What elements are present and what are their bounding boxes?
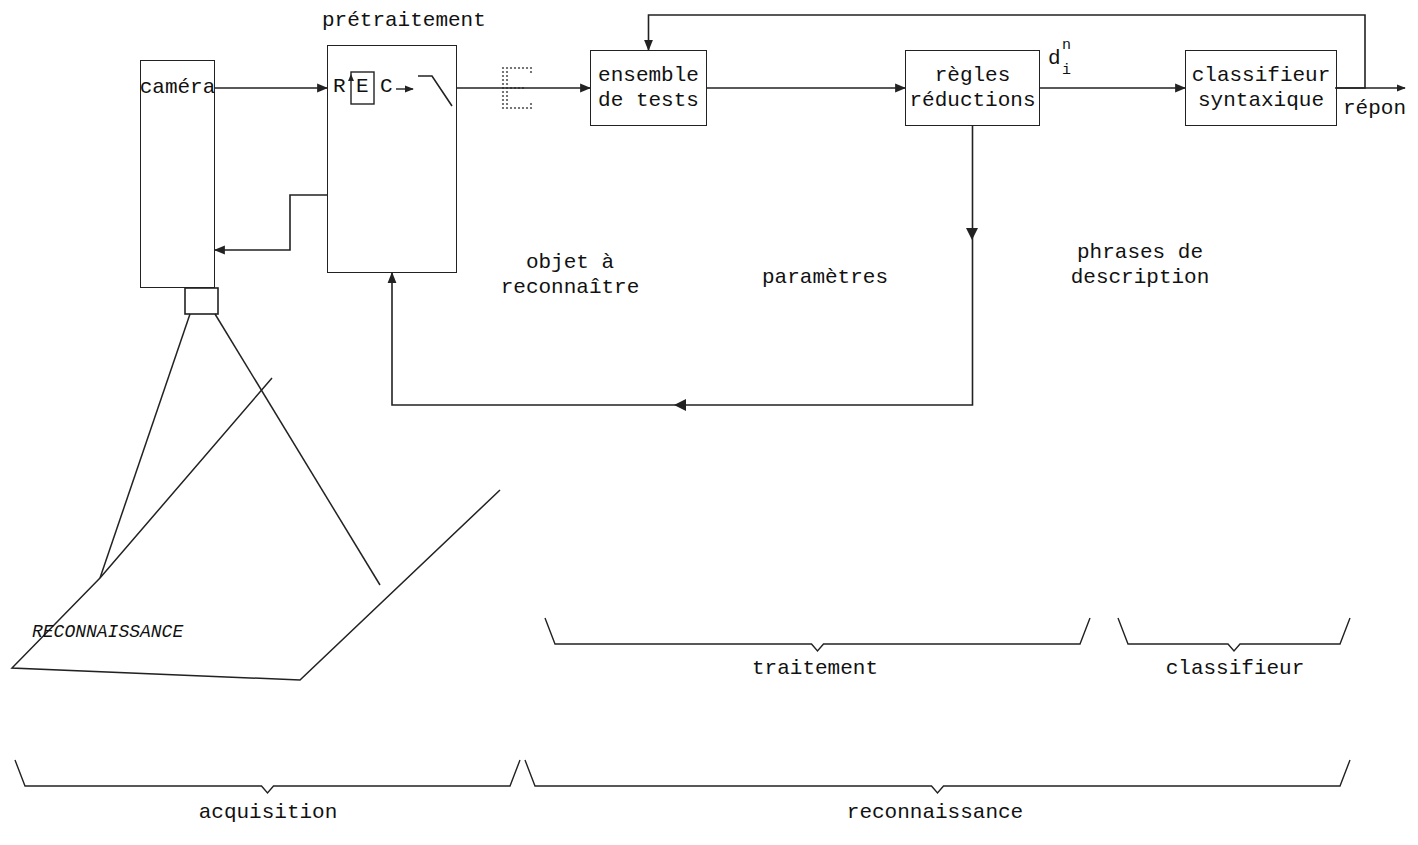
signal-letter: R — [333, 74, 346, 99]
process-box: règles réductions — [905, 50, 1040, 126]
brace-label: reconnaissance — [815, 800, 1055, 825]
camera-lens — [185, 288, 218, 314]
superscript: n — [1062, 37, 1071, 55]
box-label: règles réductions — [909, 63, 1035, 113]
flow-arrow — [215, 195, 327, 250]
box-label: ensemble de tests — [597, 63, 700, 113]
box-label: caméra — [140, 75, 216, 100]
paper-text: RECONNAISSANCE — [32, 622, 183, 644]
process-box: ensemble de tests — [590, 50, 707, 126]
small-arrow — [348, 74, 354, 81]
flow-arrow — [1040, 87, 1185, 89]
brace-label: traitement — [715, 656, 915, 681]
box-heading: prétraitement — [322, 8, 486, 33]
boxed-letter-frame — [351, 72, 374, 104]
paper-sheet — [12, 314, 500, 680]
subscript: i — [1062, 62, 1071, 80]
camera-box: caméra — [140, 60, 215, 288]
output-label: répon — [1343, 96, 1406, 121]
flow-note: paramètres — [740, 265, 910, 290]
process-box: classifieur syntaxique — [1185, 50, 1337, 126]
flow-arrow — [457, 87, 590, 89]
brace-label: acquisition — [168, 800, 368, 825]
brace — [15, 618, 1350, 793]
flow-arrow — [392, 126, 973, 405]
threshold-symbol — [418, 76, 452, 106]
arrow-symbol — [396, 88, 413, 89]
flow-note: phrases de description — [1060, 240, 1220, 290]
flow-note: objet à reconnaître — [470, 250, 670, 300]
flow-arrow — [707, 87, 905, 89]
signal-letter: E — [356, 74, 369, 99]
brace-label: classifieur — [1135, 656, 1335, 681]
symbol-letter: d — [1048, 46, 1061, 71]
flow-arrow — [215, 87, 327, 89]
signal-letter: C — [380, 74, 393, 99]
box-label: classifieur syntaxique — [1190, 63, 1332, 113]
